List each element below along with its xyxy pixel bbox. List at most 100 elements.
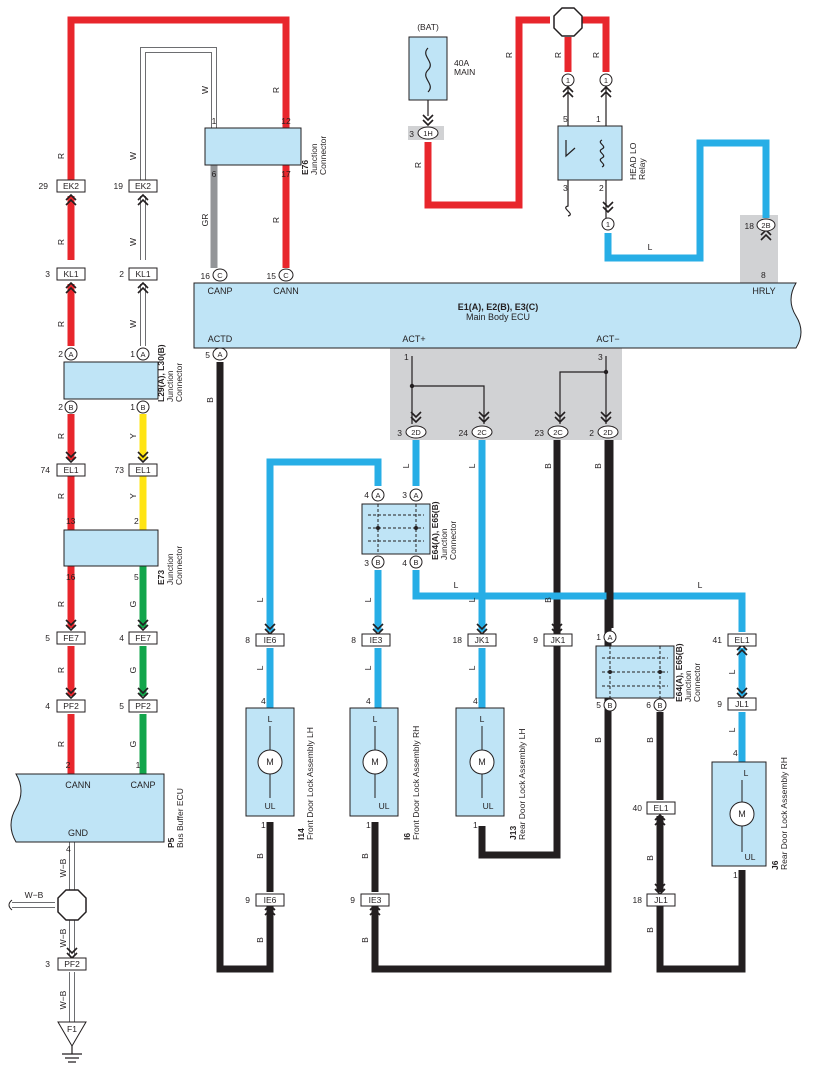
e76-line1: Junction [309,143,319,175]
svg-text:24: 24 [459,428,469,438]
svg-text:R: R [271,87,281,93]
junction-e73 [63,529,159,567]
svg-text:FE7: FE7 [63,633,79,643]
svg-text:5: 5 [45,633,50,643]
svg-text:JL1: JL1 [654,895,668,905]
svg-text:JK1: JK1 [475,635,490,645]
svg-text:2D: 2D [603,428,613,437]
svg-text:1: 1 [566,76,570,85]
pin-label: 6 [212,169,217,179]
svg-text:B: B [68,403,73,412]
i14-ul: UL [265,801,276,811]
svg-text:R: R [504,52,514,58]
svg-text:IE3: IE3 [369,895,382,905]
connector-el1-r: 74 EL1 [41,463,86,477]
fuse-name: MAIN [454,67,475,77]
svg-text:R: R [56,321,66,327]
wire-r-can-top [67,16,290,186]
svg-text:W: W [128,152,138,160]
pin-label: 1 [733,870,738,880]
svg-text:6: 6 [646,700,651,710]
pin-relay-1c: 1 [601,217,615,231]
ground-label: F1 [67,1024,77,1034]
svg-text:4: 4 [119,633,124,643]
oval-2d-3: 3 2D [397,425,427,439]
svg-text:B: B [645,855,655,861]
i14-id: I14 [296,828,306,840]
svg-text:R: R [271,217,281,223]
svg-text:B: B [413,558,418,567]
bus-name: Bus Buffer ECU [175,788,185,848]
svg-text:L: L [648,242,653,252]
svg-text:G: G [128,601,138,608]
e76-id: E76 [300,160,310,175]
svg-text:3: 3 [402,490,407,500]
svg-text:3: 3 [397,428,402,438]
e76-line2: Connector [318,136,328,175]
svg-text:18: 18 [745,221,755,231]
pin-relay-1b: 1 [599,73,613,87]
svg-text:1: 1 [596,632,601,642]
e64-right-id: E64(A), E65(B) [674,643,684,702]
pin-canp: CANP [207,286,232,296]
i14-l: L [268,714,273,724]
ecu-main-title: E1(A), E2(B), E3(C) [458,302,539,312]
svg-text:KL1: KL1 [63,269,78,279]
svg-text:1: 1 [606,220,610,229]
pin-label: 3 [598,352,603,362]
svg-text:W: W [128,238,138,246]
svg-text:C: C [217,271,223,280]
pin-label: 1 [366,820,371,830]
relay-line2: Relay [637,158,647,180]
splice-top [553,7,583,37]
pin-label: 2 [66,760,71,770]
svg-text:A: A [413,491,418,500]
svg-text:A: A [140,350,145,359]
svg-text:A: A [375,491,380,500]
j6-l: L [744,768,749,778]
svg-text:A: A [217,350,222,359]
svg-text:A: A [607,633,612,642]
svg-text:4: 4 [402,558,407,568]
svg-text:L: L [363,597,373,602]
j13-ul: UL [483,801,494,811]
svg-text:W−B: W−B [25,890,44,900]
i6-id: I6 [402,833,412,840]
svg-text:74: 74 [41,465,51,475]
e64-left-line2: Connector [448,521,458,560]
svg-text:B: B [375,558,380,567]
pin-act-minus: ACT− [596,334,619,344]
pin-label: 12 [281,116,291,126]
svg-text:1: 1 [130,402,135,412]
pin-label: 1 [136,760,141,770]
svg-text:B: B [140,403,145,412]
wire-w-can-top [140,47,217,186]
e64-right-line1: Junction [683,670,693,702]
pin-label: 16 [66,572,76,582]
connector-fe7-r: 5 FE7 [45,631,86,645]
svg-text:B: B [255,937,265,943]
svg-text:15: 15 [267,271,277,281]
svg-text:EL1: EL1 [63,465,78,475]
svg-text:EL1: EL1 [135,465,150,475]
j6-id: J6 [770,860,780,870]
e64-right-line2: Connector [692,663,702,702]
svg-text:2D: 2D [411,428,421,437]
svg-text:JL1: JL1 [735,699,749,709]
i14-name: Front Door Lock Assembly LH [305,727,315,840]
pin-relay-1a: 1 [561,73,575,87]
